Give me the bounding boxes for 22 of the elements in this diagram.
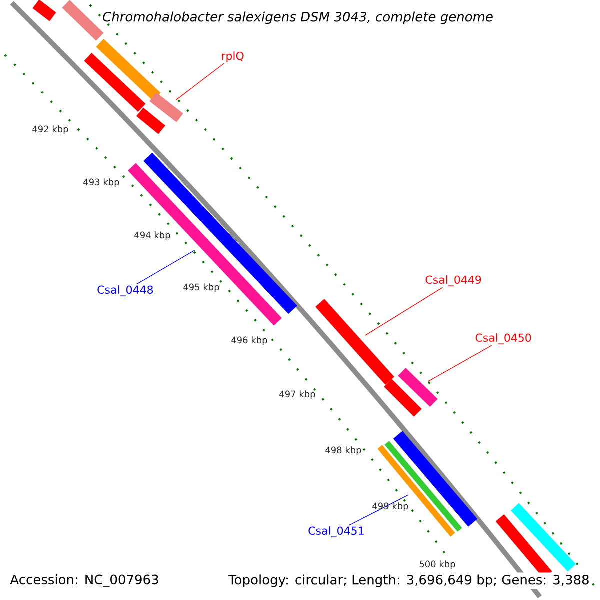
scale-label: 492 kbp bbox=[32, 126, 68, 134]
leader-line bbox=[176, 63, 225, 101]
leader-line bbox=[349, 494, 409, 526]
accession-text: Accession: NC_007963 bbox=[8, 572, 162, 590]
gene-feature bbox=[150, 92, 184, 122]
summary-text: Topology: circular; Length: 3,696,649 bp; Genes: 3,388 bbox=[226, 572, 592, 590]
gene-label: Csal_0448 bbox=[98, 286, 154, 296]
gene-label: Csal_0451 bbox=[308, 526, 364, 538]
leader-line bbox=[428, 345, 492, 382]
scale-label: 495 kbp bbox=[184, 284, 220, 292]
scale-label: 494 kbp bbox=[134, 232, 170, 240]
gene-label: Csal_0450 bbox=[476, 334, 532, 344]
scale-label: 496 kbp bbox=[232, 336, 268, 346]
title: Chromohalobacter salexigens DSM 3043, complete genome bbox=[103, 12, 493, 24]
scale-label: 499 kbp bbox=[372, 502, 408, 512]
gene-feature bbox=[398, 368, 438, 407]
scale-label: 500 kbp bbox=[420, 560, 456, 570]
gene-label: rplQ bbox=[222, 52, 244, 62]
gene-feature bbox=[316, 299, 394, 385]
gene-label: Csal_0449 bbox=[426, 276, 482, 286]
leader-line bbox=[136, 250, 196, 285]
leader-line bbox=[365, 287, 444, 336]
